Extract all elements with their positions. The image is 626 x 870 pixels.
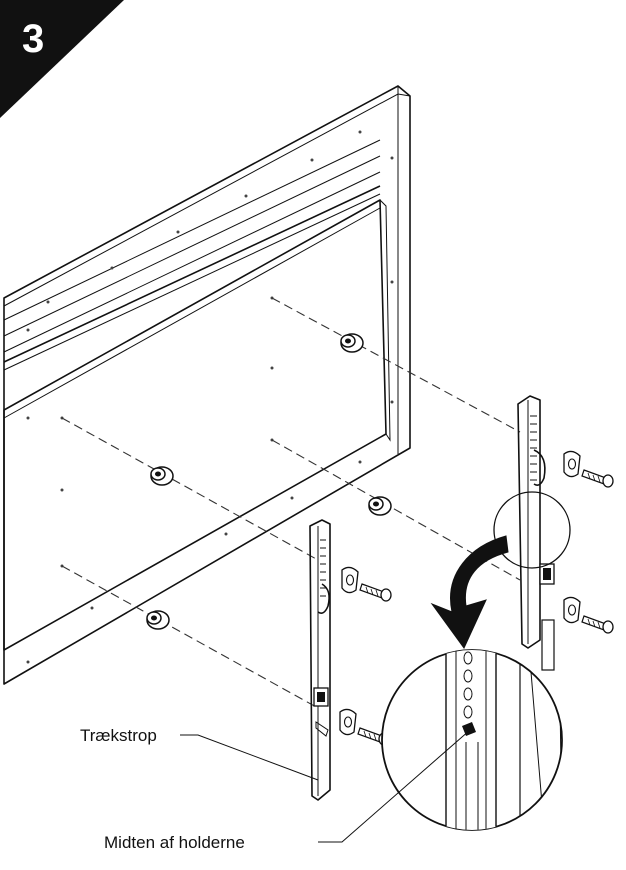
tv-back-panel: [3, 85, 411, 685]
alignment-lines: [61, 297, 521, 709]
curved-arrow-icon: [430, 535, 509, 649]
leader-lines: [180, 729, 471, 843]
panel-holes: [26, 130, 394, 664]
detail-circle-icon: [381, 649, 563, 831]
mounting-bracket-left: [309, 519, 331, 801]
step-badge: 3: [0, 0, 124, 118]
strap-label: Trækstrop: [80, 726, 157, 745]
step-number: 3: [22, 17, 44, 61]
step-badge-triangle: [0, 0, 124, 118]
magnifier-source-circle: [493, 491, 571, 569]
center-label: Midten af holderne: [104, 833, 245, 852]
mounting-bracket-right: [517, 395, 555, 671]
